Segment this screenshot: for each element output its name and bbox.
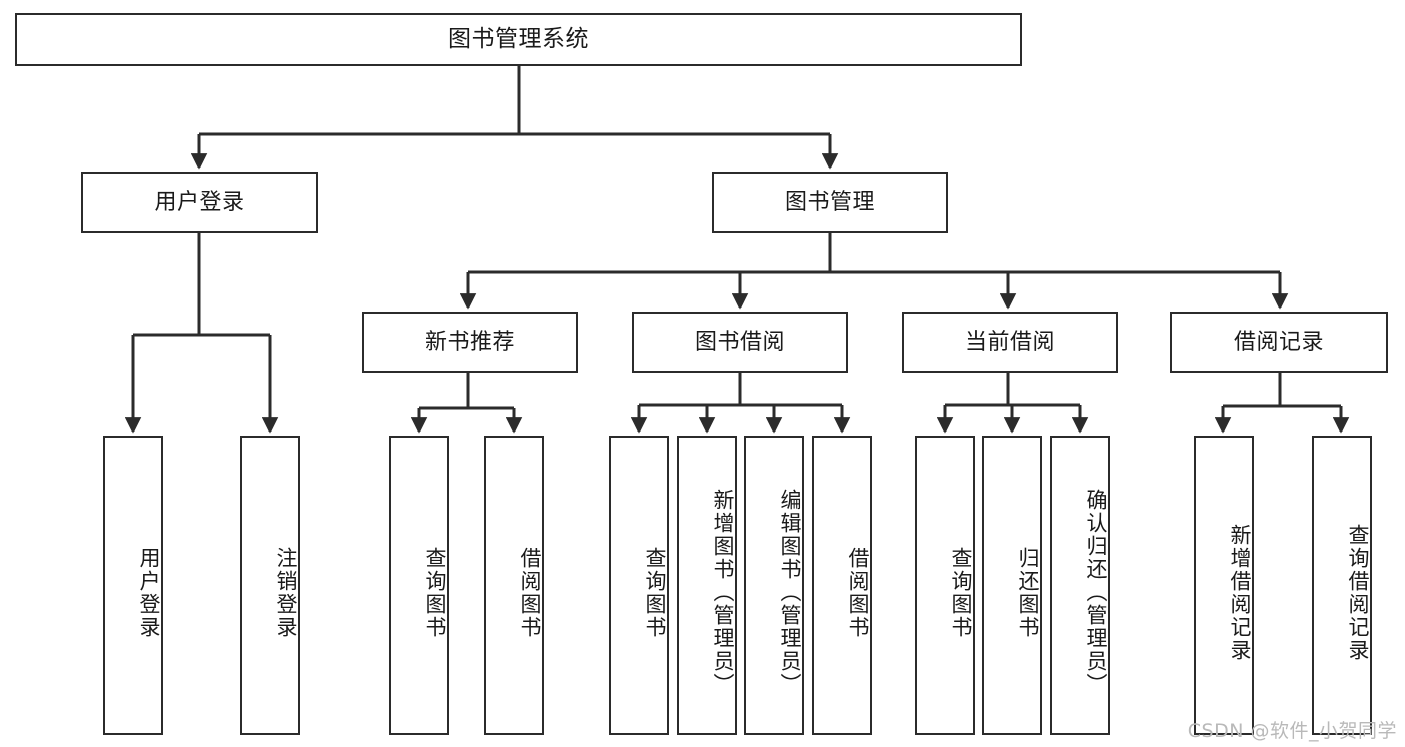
node-leaf-confirm-return[interactable]: 确认归还（管理员） xyxy=(1050,436,1110,735)
node-current-borrow-label: 当前借阅 xyxy=(964,329,1055,355)
node-leaf-user-logout-label: 注销登录 xyxy=(274,546,298,639)
node-leaf-borrow-book-1[interactable]: 借阅图书 xyxy=(484,436,544,735)
node-leaf-query-book-1[interactable]: 查询图书 xyxy=(389,436,449,735)
node-user-login-label: 用户登录 xyxy=(154,189,245,215)
node-leaf-borrow-book-2[interactable]: 借阅图书 xyxy=(812,436,872,735)
node-leaf-return-book[interactable]: 归还图书 xyxy=(982,436,1042,735)
node-root-label: 图书管理系统 xyxy=(448,25,589,52)
node-leaf-query-book-2-label: 查询图书 xyxy=(643,546,667,639)
node-current-borrow[interactable]: 当前借阅 xyxy=(902,312,1118,373)
node-leaf-user-login-label: 用户登录 xyxy=(137,546,161,639)
node-leaf-query-book-2[interactable]: 查询图书 xyxy=(609,436,669,735)
node-new-book-recommend[interactable]: 新书推荐 xyxy=(362,312,578,373)
node-leaf-borrow-book-1-label: 借阅图书 xyxy=(518,546,542,639)
node-leaf-query-record[interactable]: 查询借阅记录 xyxy=(1312,436,1372,735)
node-leaf-query-book-3-label: 查询图书 xyxy=(949,546,973,639)
node-borrow-record[interactable]: 借阅记录 xyxy=(1170,312,1388,373)
node-leaf-user-login[interactable]: 用户登录 xyxy=(103,436,163,735)
node-leaf-confirm-return-label: 确认归还（管理员） xyxy=(1084,489,1108,696)
node-book-management-label: 图书管理 xyxy=(784,189,875,215)
node-leaf-return-book-label: 归还图书 xyxy=(1016,546,1040,639)
node-leaf-add-record[interactable]: 新增借阅记录 xyxy=(1194,436,1254,735)
node-book-management[interactable]: 图书管理 xyxy=(712,172,948,233)
node-leaf-query-book-1-label: 查询图书 xyxy=(423,546,447,639)
node-leaf-add-record-label: 新增借阅记录 xyxy=(1228,523,1252,662)
node-leaf-edit-book[interactable]: 编辑图书（管理员） xyxy=(744,436,804,735)
node-new-book-recommend-label: 新书推荐 xyxy=(424,329,515,355)
node-book-borrow[interactable]: 图书借阅 xyxy=(632,312,848,373)
node-book-borrow-label: 图书借阅 xyxy=(694,329,785,355)
node-user-login[interactable]: 用户登录 xyxy=(81,172,318,233)
node-leaf-query-record-label: 查询借阅记录 xyxy=(1346,523,1370,662)
node-leaf-user-logout[interactable]: 注销登录 xyxy=(240,436,300,735)
node-borrow-record-label: 借阅记录 xyxy=(1233,329,1324,355)
node-leaf-query-book-3[interactable]: 查询图书 xyxy=(915,436,975,735)
csdn-watermark: CSDN @软件_小贺同学 xyxy=(1187,720,1397,742)
node-root-system[interactable]: 图书管理系统 xyxy=(15,13,1022,66)
node-leaf-add-book-label: 新增图书（管理员） xyxy=(711,489,735,696)
node-leaf-borrow-book-2-label: 借阅图书 xyxy=(846,546,870,639)
node-leaf-add-book[interactable]: 新增图书（管理员） xyxy=(677,436,737,735)
node-leaf-edit-book-label: 编辑图书（管理员） xyxy=(778,489,802,696)
